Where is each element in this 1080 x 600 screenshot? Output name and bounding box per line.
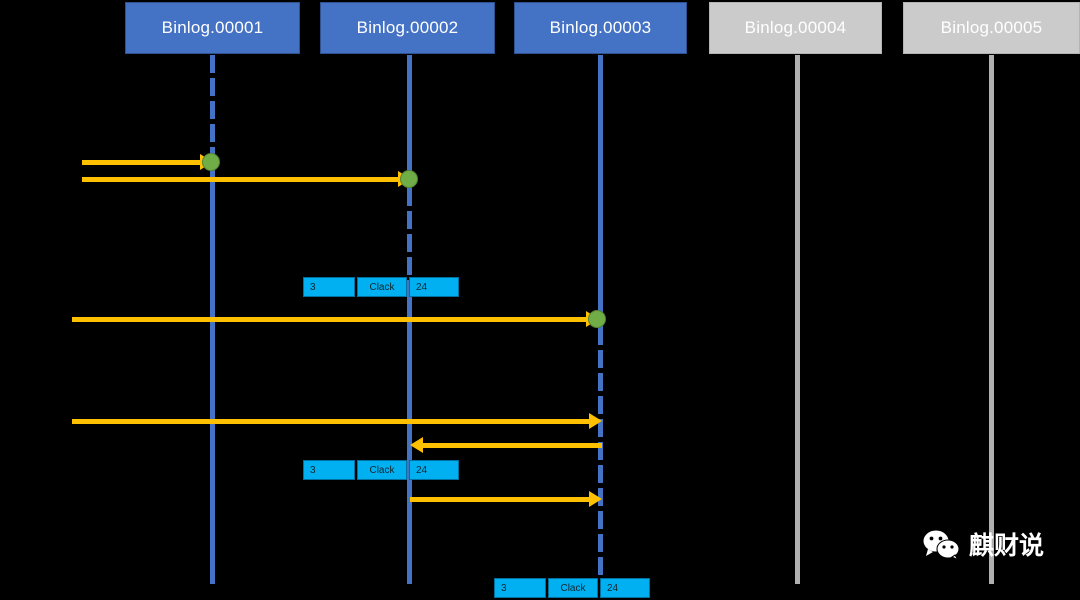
record-cell-name: Clack [357, 460, 407, 480]
arrow-response-to-binlog-00002 [423, 443, 602, 448]
lifeline-binlog-00003-solid [598, 55, 603, 327]
lifeline-binlog-00005 [989, 55, 994, 584]
lifeline-binlog-00004 [795, 55, 800, 584]
node-header-5[interactable]: Binlog.00005 [903, 2, 1080, 54]
arrow-read-request-binlog-00003 [72, 419, 589, 424]
node-header-label: Binlog.00003 [549, 18, 652, 37]
lifeline-binlog-00001-dashed [210, 55, 215, 160]
wechat-icon [922, 530, 962, 562]
arrow-forward-to-binlog-00003-head-icon [589, 491, 602, 507]
arrow-read-request-binlog-00003-head-icon [589, 413, 602, 429]
event-dot-binlog-00002[interactable] [400, 170, 418, 188]
lifeline-binlog-00002-solid-bot [407, 288, 412, 584]
arrow-write-to-binlog-00002 [82, 177, 398, 182]
node-header-4[interactable]: Binlog.00004 [709, 2, 882, 54]
record-cell-name: Clack [548, 578, 598, 598]
arrow-write-to-binlog-00001 [82, 160, 200, 165]
node-header-label: Binlog.00001 [161, 18, 264, 37]
record-cell-value: 24 [409, 277, 459, 297]
record-cell-value: 24 [409, 460, 459, 480]
lifeline-binlog-00002-dashed [407, 188, 412, 288]
node-header-1[interactable]: Binlog.00001 [125, 2, 300, 54]
record-cell-id: 3 [494, 578, 546, 598]
lifeline-binlog-00001-solid [210, 160, 215, 584]
lifeline-binlog-00002-solid-top [407, 55, 412, 188]
node-header-3[interactable]: Binlog.00003 [514, 2, 687, 54]
node-header-label: Binlog.00005 [940, 18, 1043, 37]
record-cell-id: 3 [303, 277, 355, 297]
node-header-2[interactable]: Binlog.00002 [320, 2, 495, 54]
node-header-label: Binlog.00002 [356, 18, 459, 37]
watermark-text: 麒财说 [969, 530, 1045, 560]
node-header-label: Binlog.00004 [744, 18, 847, 37]
record-cell-value: 24 [600, 578, 650, 598]
record-cell-id: 3 [303, 460, 355, 480]
event-dot-binlog-00003[interactable] [588, 310, 606, 328]
watermark: 麒财说 [922, 530, 1045, 562]
arrow-forward-to-binlog-00003 [410, 497, 589, 502]
arrow-write-to-binlog-00003 [72, 317, 586, 322]
arrow-response-to-binlog-00002-head-icon [410, 437, 423, 453]
lifeline-binlog-00003-dashed [598, 327, 603, 579]
record-cell-name: Clack [357, 277, 407, 297]
event-dot-binlog-00001[interactable] [202, 153, 220, 171]
